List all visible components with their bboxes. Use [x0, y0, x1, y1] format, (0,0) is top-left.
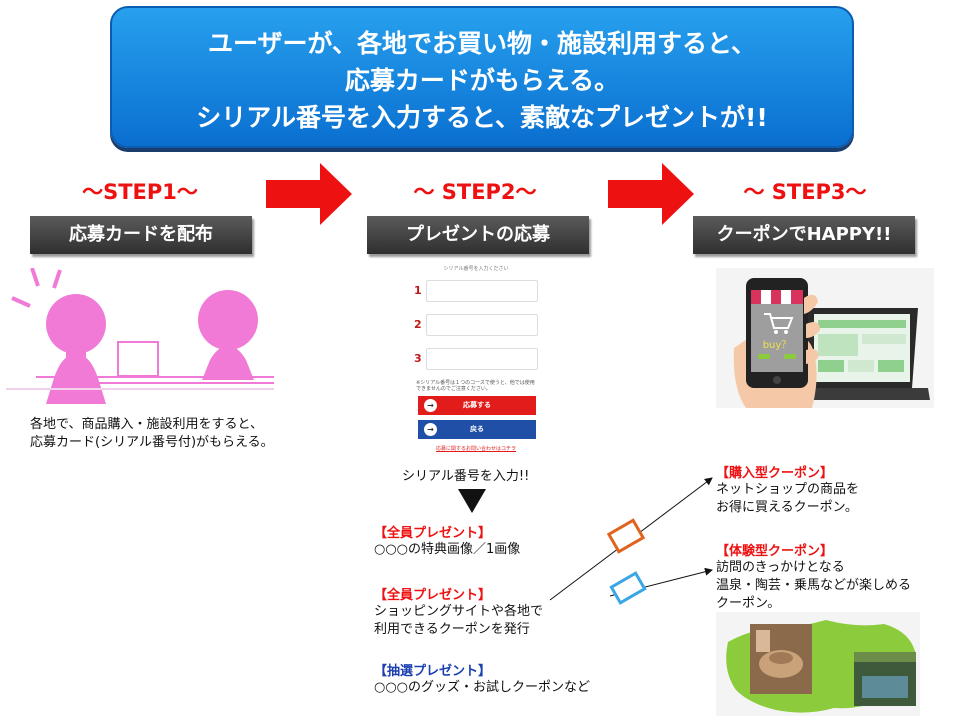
arrow-right-icon: → [424, 399, 437, 412]
back-button[interactable]: → 戻る [418, 420, 536, 439]
serial-number-2: 2 [414, 318, 422, 331]
coupon-2-line-3: クーポン。 [716, 596, 781, 611]
coupon-1-tag: 【購入型クーポン】 [716, 466, 834, 481]
serial-row-1: 1 [414, 278, 538, 308]
present-item-2: 【全員プレゼント】 ショッピングサイトや各地で 利用できるクーポンを発行 [374, 584, 614, 639]
serial-row-3: 3 [414, 346, 538, 376]
step2-label: プレゼントの応募 [367, 216, 589, 254]
arrow-right-icon: → [424, 423, 437, 436]
present-3-line-1: ○○○のグッズ・お試しクーポンなど [374, 680, 591, 695]
serial-input-2[interactable] [426, 314, 538, 336]
present-1-tag: 【全員プレゼント】 [374, 526, 492, 541]
step1-label: 応募カードを配布 [30, 216, 252, 254]
coupon-item-experience: 【体験型クーポン】 訪問のきっかけとなる 温泉・陶芸・乗馬などが楽しめる クーポ… [716, 540, 956, 613]
present-item-1: 【全員プレゼント】 ○○○の特典画像／1画像 [374, 522, 614, 559]
phone-laptop-illustration: buy？ [716, 268, 934, 408]
step2-title: 〜 STEP2〜 [413, 180, 537, 204]
present-3-tag: 【抽選プレゼント】 [374, 664, 492, 679]
form-note: ※シリアル番号は１つのコースで使うと、他では使用できませんのでご注意ください。 [416, 380, 535, 392]
coupon-1-line-1: ネットショップの商品を [716, 482, 860, 497]
banner-line-2: 応募カードがもらえる。 [344, 66, 620, 95]
serial-input-3[interactable] [426, 348, 538, 370]
down-triangle-icon [458, 489, 486, 513]
present-2-line-2: 利用できるクーポンを発行 [374, 622, 530, 637]
coupon-2-line-1: 訪問のきっかけとなる [716, 560, 845, 575]
serial-number-3: 3 [414, 352, 422, 365]
banner-line-1: ユーザーが、各地でお買い物・施設利用すると、 [207, 29, 756, 58]
regional-map-illustration [716, 612, 920, 716]
header-banner: ユーザーが、各地でお買い物・施設利用すると、 応募カードがもらえる。 シリアル番… [110, 6, 854, 148]
counter-illustration [6, 268, 274, 404]
step3-label: クーポンでHAPPY!! [693, 216, 915, 254]
present-1-line-1: ○○○の特典画像／1画像 [374, 542, 521, 557]
step1-desc-line-1: 各地で、商品購入・施設利用をすると、 [30, 417, 263, 432]
present-2-line-1: ショッピングサイトや各地で [374, 604, 544, 619]
apply-button-label: 応募する [463, 401, 491, 409]
step3-title: 〜 STEP3〜 [743, 180, 867, 204]
coupon-2-line-2: 温泉・陶芸・乗馬などが楽しめる [716, 578, 912, 593]
contact-link[interactable]: 応募に関するお問い合わせはコチラ [435, 446, 516, 452]
present-2-tag: 【全員プレゼント】 [374, 588, 492, 603]
coupon-1-line-2: お得に買えるクーポン。 [716, 500, 858, 515]
step-arrow-2 [608, 163, 694, 225]
serial-entry-form: シリアル番号を入力ください 1 2 3 ※シリアル番号は１つのコースで使うと、他… [414, 265, 538, 457]
apply-button[interactable]: → 応募する [418, 396, 536, 415]
step1-desc-line-2: 応募カード(シリアル番号付)がもらえる。 [30, 435, 274, 450]
serial-row-2: 2 [414, 312, 538, 342]
coupon-connector-arrows [549, 477, 713, 605]
coupon-item-purchase: 【購入型クーポン】 ネットショップの商品を お得に買えるクーポン。 [716, 462, 956, 517]
step1-description: 各地で、商品購入・施設利用をすると、 応募カード(シリアル番号付)がもらえる。 [30, 416, 330, 452]
serial-number-1: 1 [414, 284, 422, 297]
back-button-label: 戻る [470, 425, 484, 433]
coupon-2-tag: 【体験型クーポン】 [716, 544, 834, 559]
form-heading: シリアル番号を入力ください [443, 266, 509, 272]
step2-caption: シリアル番号を入力!! [402, 469, 530, 484]
serial-input-1[interactable] [426, 280, 538, 302]
step-arrow-1 [266, 163, 352, 225]
present-item-3: 【抽選プレゼント】 ○○○のグッズ・お試しクーポンなど [374, 660, 634, 697]
phone-buy-text: buy？ [763, 340, 792, 351]
step1-title: 〜STEP1〜 [82, 180, 198, 204]
banner-line-3: シリアル番号を入力すると、素敵なプレゼントが!! [196, 103, 768, 132]
